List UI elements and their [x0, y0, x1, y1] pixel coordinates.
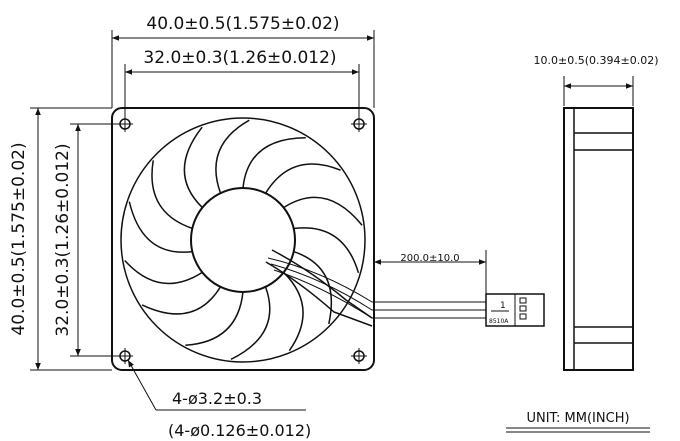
hole-diameter-callout: 4-ø3.2±0.3 (4-ø0.126±0.012)	[127, 359, 311, 440]
hole-spacing-width-label: 32.0±0.3(1.26±0.012)	[143, 48, 336, 68]
mounting-hole-bottom-left	[117, 348, 133, 364]
hole-spacing-width-dimension: 32.0±0.3(1.26±0.012)	[124, 48, 360, 118]
fan-side-view	[563, 107, 634, 371]
fan-opening	[120, 117, 366, 363]
cable-length-label: 200.0±10.0	[400, 253, 459, 264]
cable-channel	[271, 249, 373, 319]
fan-blade	[128, 160, 193, 253]
cable-connector: 1 8510A	[485, 293, 545, 327]
fan-hub	[190, 187, 296, 293]
hole-spacing-height-label: 32.0±0.3(1.26±0.012)	[53, 143, 73, 336]
mounting-hole-bottom-right	[351, 348, 367, 364]
fan-blade	[183, 119, 250, 209]
overall-height-label: 40.0±0.5(1.575±0.02)	[9, 142, 29, 335]
fan-blades	[124, 119, 363, 361]
cable-length-dimension: 200.0±10.0	[373, 250, 487, 300]
hole-diameter-inch-label: (4-ø0.126±0.012)	[168, 421, 311, 440]
fan-blade	[185, 286, 271, 361]
thickness-dimension: 10.0±0.5(0.394±0.02)	[534, 54, 659, 106]
mounting-hole-top-right	[351, 116, 367, 132]
connector-pin-mark: 1	[500, 301, 506, 311]
units-note: UNIT: MM(INCH)	[506, 411, 650, 433]
mounting-hole-top-left	[117, 116, 133, 132]
thickness-label: 10.0±0.5(0.394±0.02)	[534, 54, 659, 67]
fan-blade	[124, 260, 222, 315]
overall-height-dimension: 40.0±0.5(1.575±0.02)	[9, 107, 112, 371]
fan-front-view	[111, 107, 375, 371]
fan-frame	[111, 107, 375, 371]
fan-blade	[283, 196, 363, 274]
fan-cable	[267, 257, 486, 319]
fan-blade	[283, 250, 333, 352]
hole-spacing-height-dimension: 32.0±0.3(1.26±0.012)	[53, 123, 118, 357]
hole-diameter-mm-label: 4-ø3.2±0.3	[172, 389, 262, 408]
overall-width-label: 40.0±0.5(1.575±0.02)	[146, 14, 339, 34]
overall-width-dimension: 40.0±0.5(1.575±0.02)	[111, 14, 375, 108]
units-label: UNIT: MM(INCH)	[526, 411, 629, 426]
fan-blade	[242, 136, 341, 194]
connector-model-label: 8510A	[489, 318, 509, 325]
